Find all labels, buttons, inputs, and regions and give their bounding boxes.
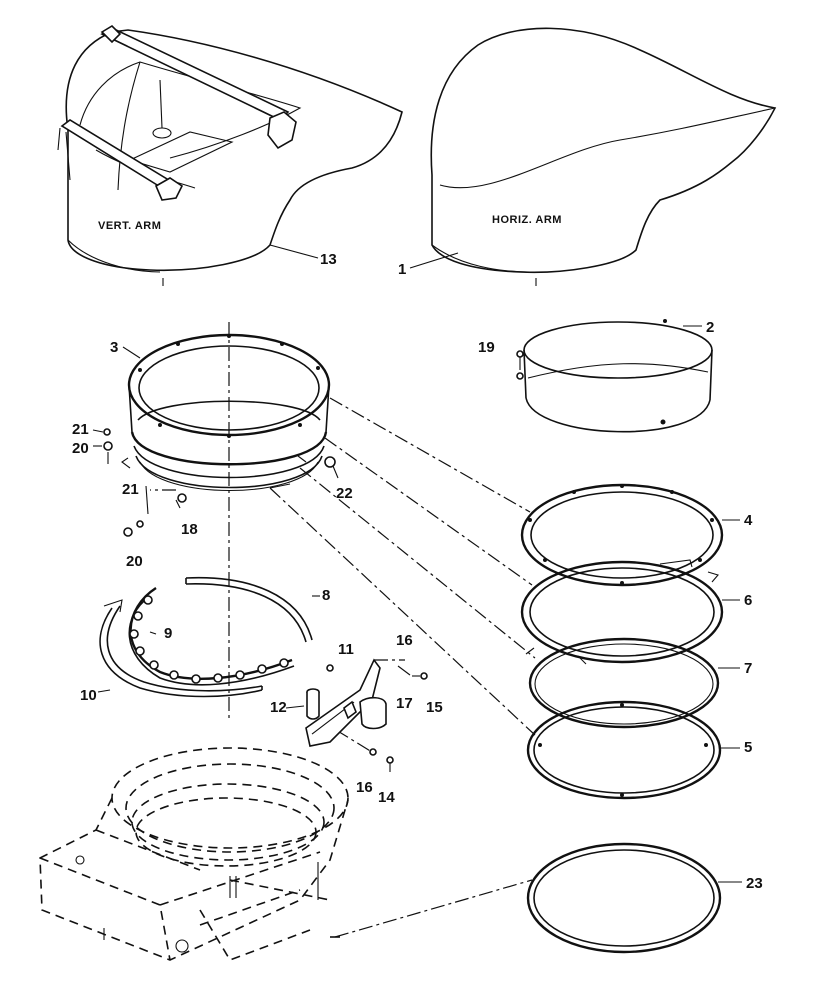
leader-lines (92, 325, 742, 883)
horiz-arm-label: HORIZ. ARM (492, 214, 562, 226)
callout-16a: 16 (396, 632, 413, 649)
callout-20a: 20 (72, 440, 89, 457)
callout-17: 17 (396, 695, 413, 712)
callout-16b: 16 (356, 779, 373, 796)
ring-part-7 (528, 637, 720, 729)
hardware-parts (103, 428, 339, 537)
callout-22: 22 (336, 485, 353, 502)
vertical-arm-hood: VERT. ARM (57, 24, 403, 286)
band-part-8 (185, 576, 313, 643)
horizontal-arm-hood: HORIZ. ARM (409, 27, 777, 286)
center-lines (150, 322, 536, 938)
ring-part-4 (520, 483, 724, 587)
callout-12: 12 (270, 699, 287, 716)
callout-23: 23 (746, 875, 763, 892)
callout-21a: 21 (72, 421, 89, 438)
bracket-assembly (305, 658, 428, 772)
callout-5: 5 (744, 739, 752, 756)
ring-assembly (121, 333, 331, 491)
callout-20b: 20 (126, 553, 143, 570)
callout-numbers: 13 1 3 2 19 21 20 21 22 18 20 4 8 6 9 16… (72, 251, 763, 892)
callout-2: 2 (706, 319, 714, 336)
callout-9: 9 (164, 625, 172, 642)
callout-14: 14 (378, 789, 395, 806)
callout-1: 1 (398, 261, 406, 278)
vert-arm-label: VERT. ARM (98, 220, 161, 232)
chain-part-9 (128, 586, 295, 686)
callout-4: 4 (744, 512, 753, 529)
callout-11: 11 (338, 641, 354, 658)
callout-10: 10 (80, 687, 97, 704)
ring-part-5 (526, 700, 722, 800)
callout-18: 18 (181, 521, 198, 538)
ring-part-6 (520, 559, 724, 665)
callout-21b: 21 (122, 481, 139, 498)
band-part-2 (516, 319, 713, 433)
callout-13: 13 (320, 251, 337, 268)
callout-19: 19 (478, 339, 495, 356)
callout-8: 8 (322, 587, 330, 604)
callout-7: 7 (744, 660, 752, 677)
ring-part-23 (526, 842, 722, 954)
callout-3: 3 (110, 339, 118, 356)
callout-15: 15 (426, 699, 443, 716)
callout-6: 6 (744, 592, 752, 609)
band-part-10 (99, 599, 263, 698)
blower-housing-dashed (39, 747, 349, 961)
